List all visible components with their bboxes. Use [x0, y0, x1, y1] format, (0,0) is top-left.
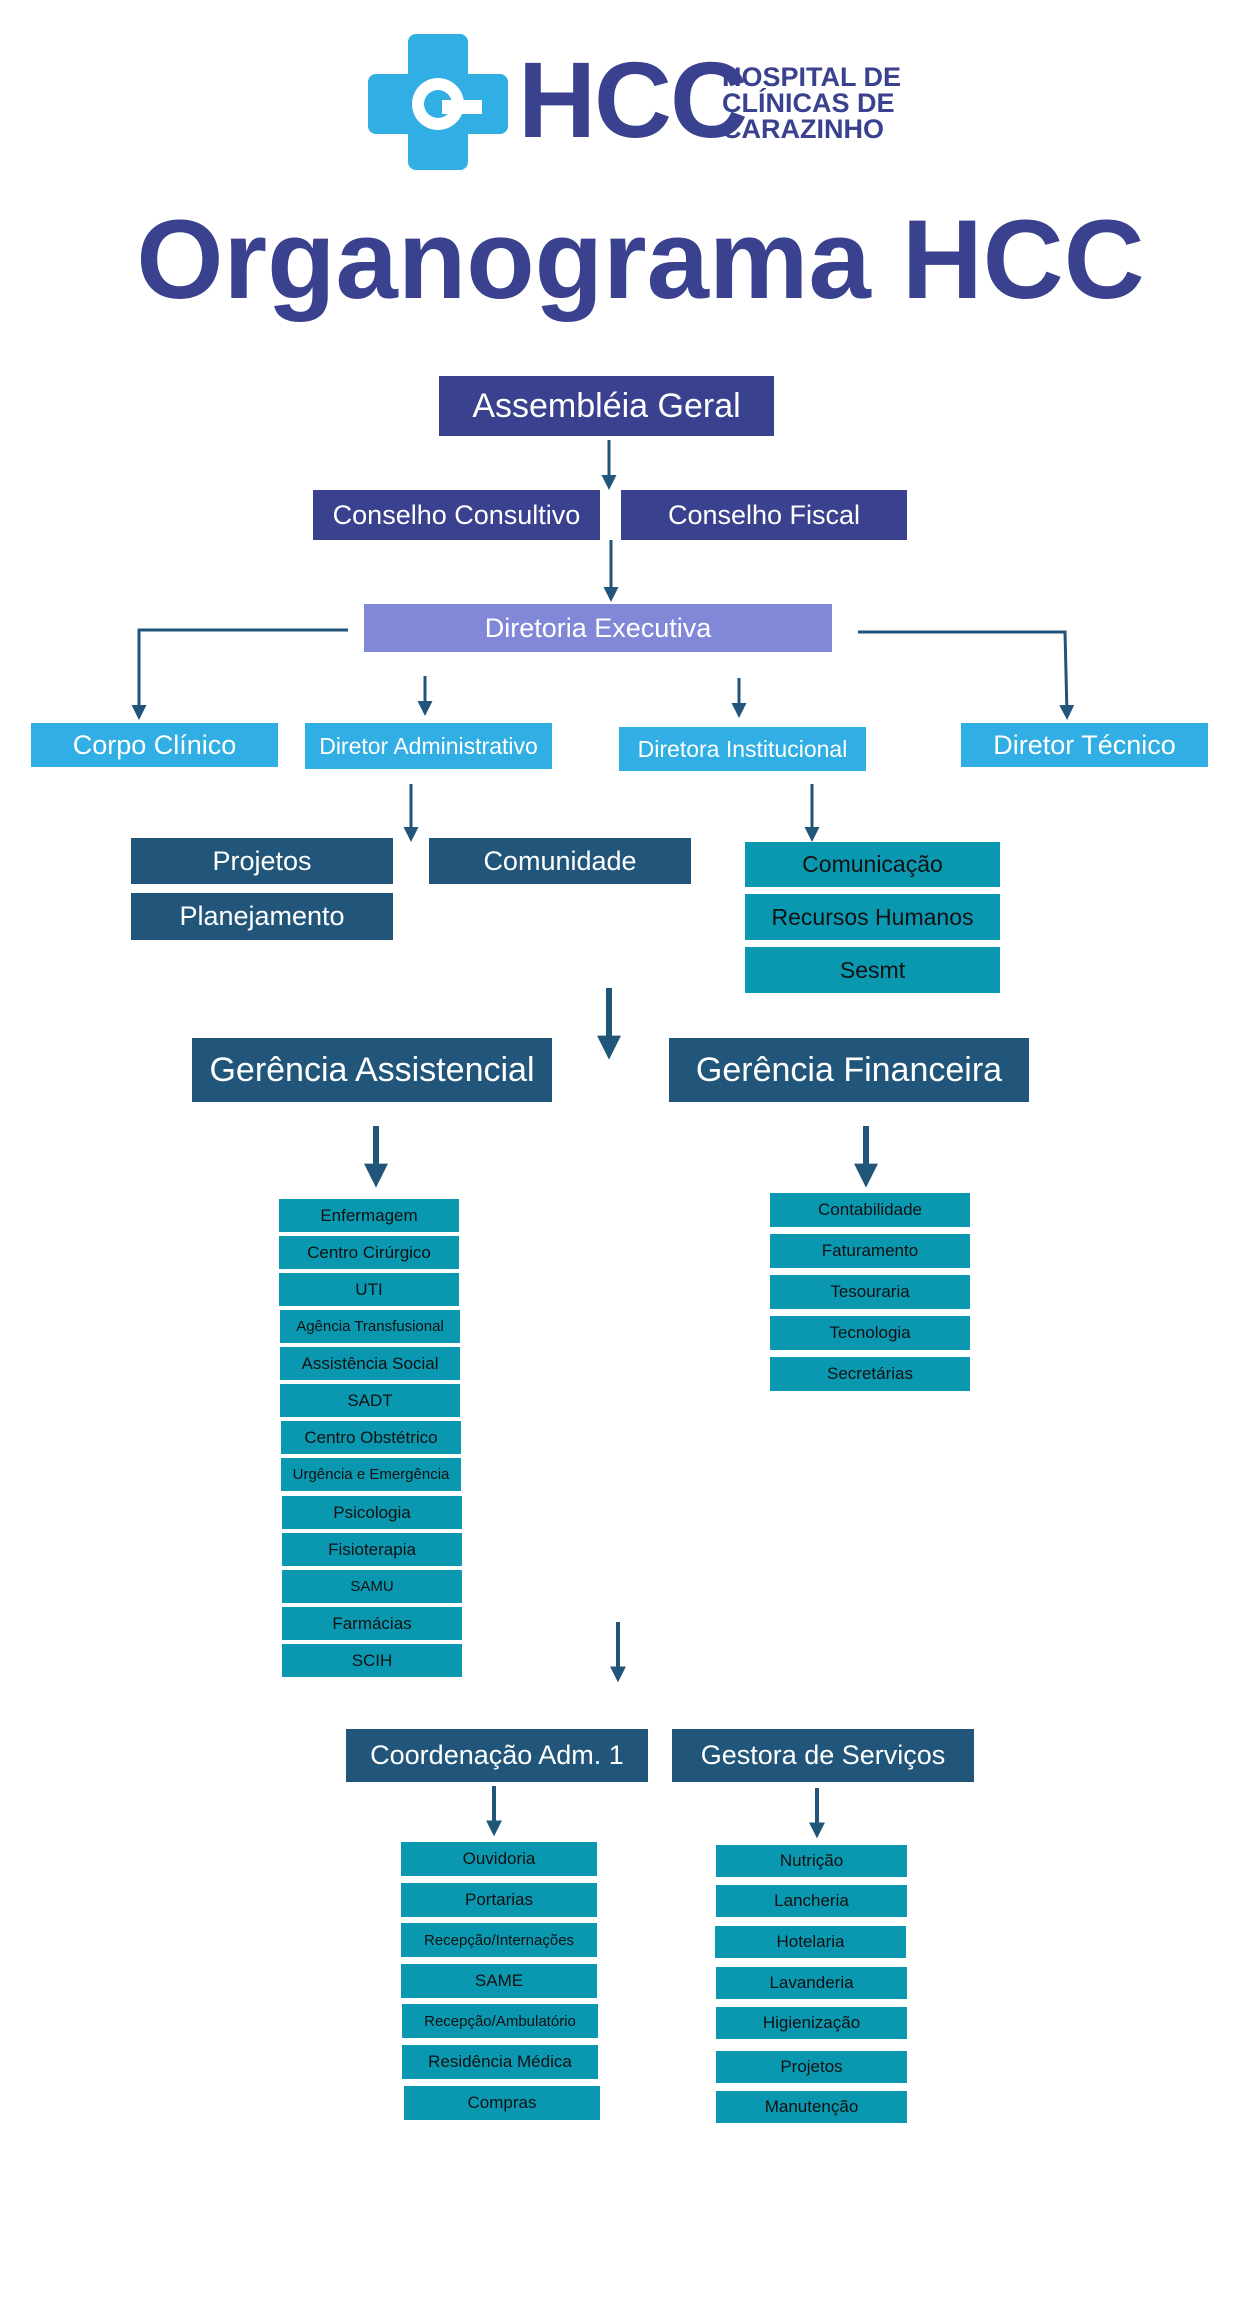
logo-name-line-3: CARAZINHO: [722, 114, 884, 144]
node-gestora-servicos[interactable]: Gestora de Serviços: [672, 1729, 974, 1782]
node-assist-centro-obstetrico[interactable]: Centro Obstétrico: [281, 1421, 461, 1454]
node-fin-faturamento[interactable]: Faturamento: [770, 1234, 970, 1268]
node-coord-ouvidoria[interactable]: Ouvidoria: [401, 1842, 597, 1876]
node-admin-projetos[interactable]: Projetos: [131, 838, 393, 884]
node-fin-contabilidade[interactable]: Contabilidade: [770, 1193, 970, 1227]
node-diretora-institucional[interactable]: Diretora Institucional: [619, 727, 866, 771]
node-assist-uti[interactable]: UTI: [279, 1273, 459, 1306]
node-diretoria-executiva[interactable]: Diretoria Executiva: [364, 604, 832, 652]
logo-abbreviation: HCC: [518, 39, 748, 160]
line-diretoria-to-diretor-tecnico: [858, 630, 1075, 720]
node-gest-hotelaria[interactable]: Hotelaria: [715, 1926, 906, 1958]
node-assist-enfermagem[interactable]: Enfermagem: [279, 1199, 459, 1232]
node-coord-recepcao-internacoes[interactable]: Recepção/Internações: [401, 1923, 597, 1957]
node-gest-higienizacao[interactable]: Higienização: [716, 2007, 907, 2039]
node-admin-comunidade[interactable]: Comunidade: [429, 838, 691, 884]
node-inst-comunicacao[interactable]: Comunicação: [745, 842, 1000, 887]
node-gest-projetos[interactable]: Projetos: [716, 2051, 907, 2083]
node-inst-sesmt[interactable]: Sesmt: [745, 947, 1000, 993]
node-coordenacao-adm[interactable]: Coordenação Adm. 1: [346, 1729, 648, 1782]
node-gerencia-financeira[interactable]: Gerência Financeira: [669, 1038, 1029, 1102]
node-assist-urgencia-emergencia[interactable]: Urgência e Emergência: [281, 1458, 461, 1491]
hcc-cross-logo-icon: [368, 34, 508, 170]
node-inst-recursos-humanos[interactable]: Recursos Humanos: [745, 894, 1000, 940]
line-diretoria-to-corpo-clinico: [131, 628, 348, 720]
node-assist-samu[interactable]: SAMU: [282, 1570, 462, 1603]
node-assist-farmacias[interactable]: Farmácias: [282, 1607, 462, 1640]
node-assist-scih[interactable]: SCIH: [282, 1644, 462, 1677]
page-title: Organograma HCC: [136, 197, 1145, 322]
node-admin-planejamento[interactable]: Planejamento: [131, 893, 393, 940]
node-gest-manutencao[interactable]: Manutenção: [716, 2091, 907, 2123]
node-assembleia-geral[interactable]: Assembléia Geral: [439, 376, 774, 436]
node-diretor-tecnico[interactable]: Diretor Técnico: [961, 723, 1208, 767]
node-fin-secretarias[interactable]: Secretárias: [770, 1357, 970, 1391]
node-assist-assistencia-social[interactable]: Assistência Social: [280, 1347, 460, 1380]
node-conselho-fiscal[interactable]: Conselho Fiscal: [621, 490, 907, 540]
logo-name-line-2: CLÍNICAS DE: [722, 88, 895, 118]
node-coord-residencia-medica[interactable]: Residência Médica: [402, 2045, 598, 2079]
node-coord-same[interactable]: SAME: [401, 1964, 597, 1998]
node-assist-agencia-transfusional[interactable]: Agência Transfusional: [280, 1310, 460, 1343]
node-fin-tesouraria[interactable]: Tesouraria: [770, 1275, 970, 1309]
node-coord-compras[interactable]: Compras: [404, 2086, 600, 2120]
node-gest-lavanderia[interactable]: Lavanderia: [716, 1967, 907, 1999]
node-coord-recepcao-ambulatorio[interactable]: Recepção/Ambulatório: [402, 2004, 598, 2038]
node-gest-nutricao[interactable]: Nutrição: [716, 1845, 907, 1877]
node-diretor-administrativo[interactable]: Diretor Administrativo: [305, 723, 552, 769]
node-coord-portarias[interactable]: Portarias: [401, 1883, 597, 1917]
node-conselho-consultivo[interactable]: Conselho Consultivo: [313, 490, 600, 540]
node-corpo-clinico[interactable]: Corpo Clínico: [31, 723, 278, 767]
node-assist-fisioterapia[interactable]: Fisioterapia: [282, 1533, 462, 1566]
node-gest-lancheria[interactable]: Lancheria: [716, 1885, 907, 1917]
node-fin-tecnologia[interactable]: Tecnologia: [770, 1316, 970, 1350]
node-gerencia-assistencial[interactable]: Gerência Assistencial: [192, 1038, 552, 1102]
node-assist-centro-cirurgico[interactable]: Centro Cirúrgico: [279, 1236, 459, 1269]
node-assist-sadt[interactable]: SADT: [280, 1384, 460, 1417]
node-assist-psicologia[interactable]: Psicologia: [282, 1496, 462, 1529]
logo-name-line-1: HOSPITAL DE: [722, 62, 902, 92]
